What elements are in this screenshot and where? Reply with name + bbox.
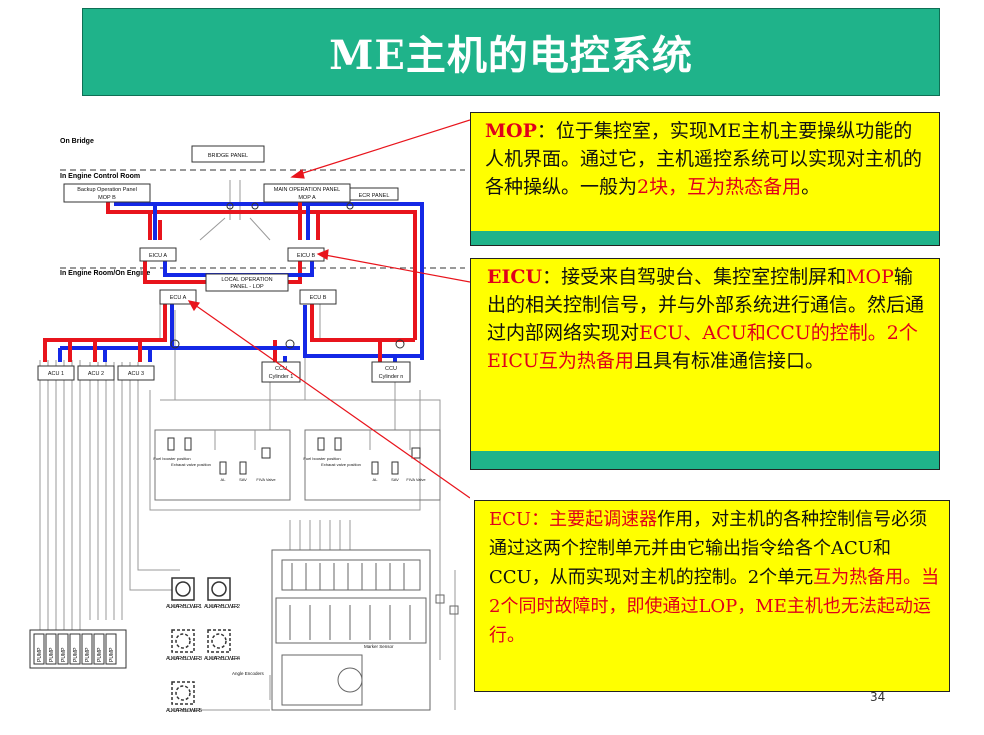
sav-label-n: SAV bbox=[391, 477, 399, 482]
mop-text: ：位于集控室，实现ME主机主要操纵功能的人机界面。通过它，主机遥控系统可以实现对… bbox=[485, 120, 923, 198]
aux-blower-3-label: AUXILIARY BLOWER 3 bbox=[166, 656, 202, 662]
acu2-label: ACU 2 bbox=[88, 371, 104, 377]
eicu-text-2: 输出的相关控制信号，并与外部系统进行通信。然后通过内部网络实现对 bbox=[487, 266, 925, 344]
ecu-b-label: ECU B bbox=[310, 295, 327, 301]
fiva-label-1: FIVA Valve bbox=[256, 477, 276, 482]
aux-blower-5-label: AUXILIARY BLOWER 5 bbox=[166, 708, 202, 714]
zone-control-room: In Engine Control Room bbox=[60, 173, 140, 180]
lop-label: LOCAL OPERATION bbox=[221, 277, 272, 283]
backup-panel-label: Backup Operation Panel bbox=[77, 187, 137, 193]
pump-6-label: PUMP bbox=[97, 647, 103, 662]
mop-note-strip bbox=[471, 231, 939, 245]
eicu-text-3: 且具有标准通信接口。 bbox=[633, 350, 824, 372]
ccu1-sub: Cylinder 1 bbox=[269, 374, 294, 380]
bridge-panel-label: BRIDGE PANEL bbox=[208, 153, 248, 159]
pump-3-label: PUMP bbox=[61, 647, 67, 662]
aux-blower-4-label: AUXILIARY BLOWER 4 bbox=[204, 656, 240, 662]
marker-sensor-label: Marker Sensor bbox=[364, 644, 394, 649]
main-panel-label: MAIN OPERATION PANEL bbox=[274, 187, 340, 193]
pump-2-label: PUMP bbox=[49, 647, 55, 662]
zone-engine-room: In Engine Room/On Engine bbox=[60, 270, 150, 277]
pump-5-label: PUMP bbox=[85, 647, 91, 662]
acu3-label: ACU 3 bbox=[128, 371, 144, 377]
pump-1-label: PUMP bbox=[37, 647, 43, 662]
ccun-label: CCU bbox=[385, 366, 397, 372]
ecu-highlight: 互为热备用。当2个同时故障时，即使通过LOP，ME主机也无法起动运行。 bbox=[489, 567, 940, 646]
zone-bridge: On Bridge bbox=[60, 138, 94, 145]
sav-label-1: SAV bbox=[239, 477, 247, 482]
eicu-a-label: EICU A bbox=[149, 253, 167, 259]
pump-4-label: PUMP bbox=[73, 647, 79, 662]
ccu1-label: CCU bbox=[275, 366, 287, 372]
mop-highlight: 2块，互为热态备用 bbox=[637, 176, 802, 198]
ecu-term: ECU：主要起 bbox=[489, 509, 604, 530]
fuel-booster-label-1: Fuel booster position bbox=[153, 456, 190, 461]
acu1-label: ACU 1 bbox=[48, 371, 64, 377]
page-number: 34 bbox=[870, 690, 886, 704]
eicu-text-1: ：接受来自驾驶台、集控室控制屏和 bbox=[542, 266, 847, 288]
al-label-1: AL bbox=[221, 477, 227, 482]
exhaust-valve-label-n: Exhaust valve position bbox=[321, 462, 361, 467]
control-system-diagram: On Bridge In Engine Control Room In Engi… bbox=[29, 119, 470, 714]
ecu-text: 作用，对主机的各种控制信号必须通过这两个控制单元并由它输出指令给各个ACU和CC… bbox=[489, 509, 928, 588]
backup-panel-sub: MOP B bbox=[98, 195, 116, 201]
mop-term: MOP bbox=[485, 120, 537, 142]
page-title: ME主机的电控系统 bbox=[329, 32, 693, 79]
ecu-governor: 调速器 bbox=[603, 509, 658, 530]
al-label-n: AL bbox=[373, 477, 379, 482]
ecr-panel-label: ECR PANEL bbox=[359, 193, 390, 199]
lop-sub: PANEL - LOP bbox=[230, 284, 264, 290]
fuel-booster-label-n: Fuel booster position bbox=[303, 456, 340, 461]
fiva-label-n: FIVA Valve bbox=[406, 477, 426, 482]
aux-blower-1-label: AUXILIARY BLOWER 1 bbox=[166, 604, 202, 610]
eicu-note: EICU：接受来自驾驶台、集控室控制屏和MOP输出的相关控制信号，并与外部系统进… bbox=[470, 258, 940, 470]
eicu-note-strip bbox=[471, 451, 939, 469]
eicu-b-label: EICU B bbox=[297, 253, 316, 259]
main-panel-sub: MOP A bbox=[298, 195, 316, 201]
eicu-highlight: ECU、ACU和CCU的控制。2个EICU互为热备用 bbox=[487, 322, 918, 372]
eicu-mop: MOP bbox=[846, 266, 894, 288]
aux-blower-2-label: AUXILIARY BLOWER 2 bbox=[204, 604, 240, 610]
mop-note: MOP：位于集控室，实现ME主机主要操纵功能的人机界面。通过它，主机遥控系统可以… bbox=[470, 112, 940, 246]
pump-7-label: PUMP bbox=[109, 647, 115, 662]
title-bar: ME主机的电控系统 bbox=[82, 8, 940, 96]
angle-encoders-label: Angle Encoders bbox=[232, 671, 265, 676]
exhaust-valve-label-1: Exhaust valve position bbox=[171, 462, 211, 467]
ccun-sub: Cylinder n bbox=[379, 374, 404, 380]
ecu-a-label: ECU A bbox=[170, 295, 187, 301]
ecu-note: ECU：主要起调速器作用，对主机的各种控制信号必须通过这两个控制单元并由它输出指… bbox=[474, 500, 950, 692]
eicu-term: EICU bbox=[487, 266, 543, 288]
mop-end: 。 bbox=[801, 176, 821, 198]
